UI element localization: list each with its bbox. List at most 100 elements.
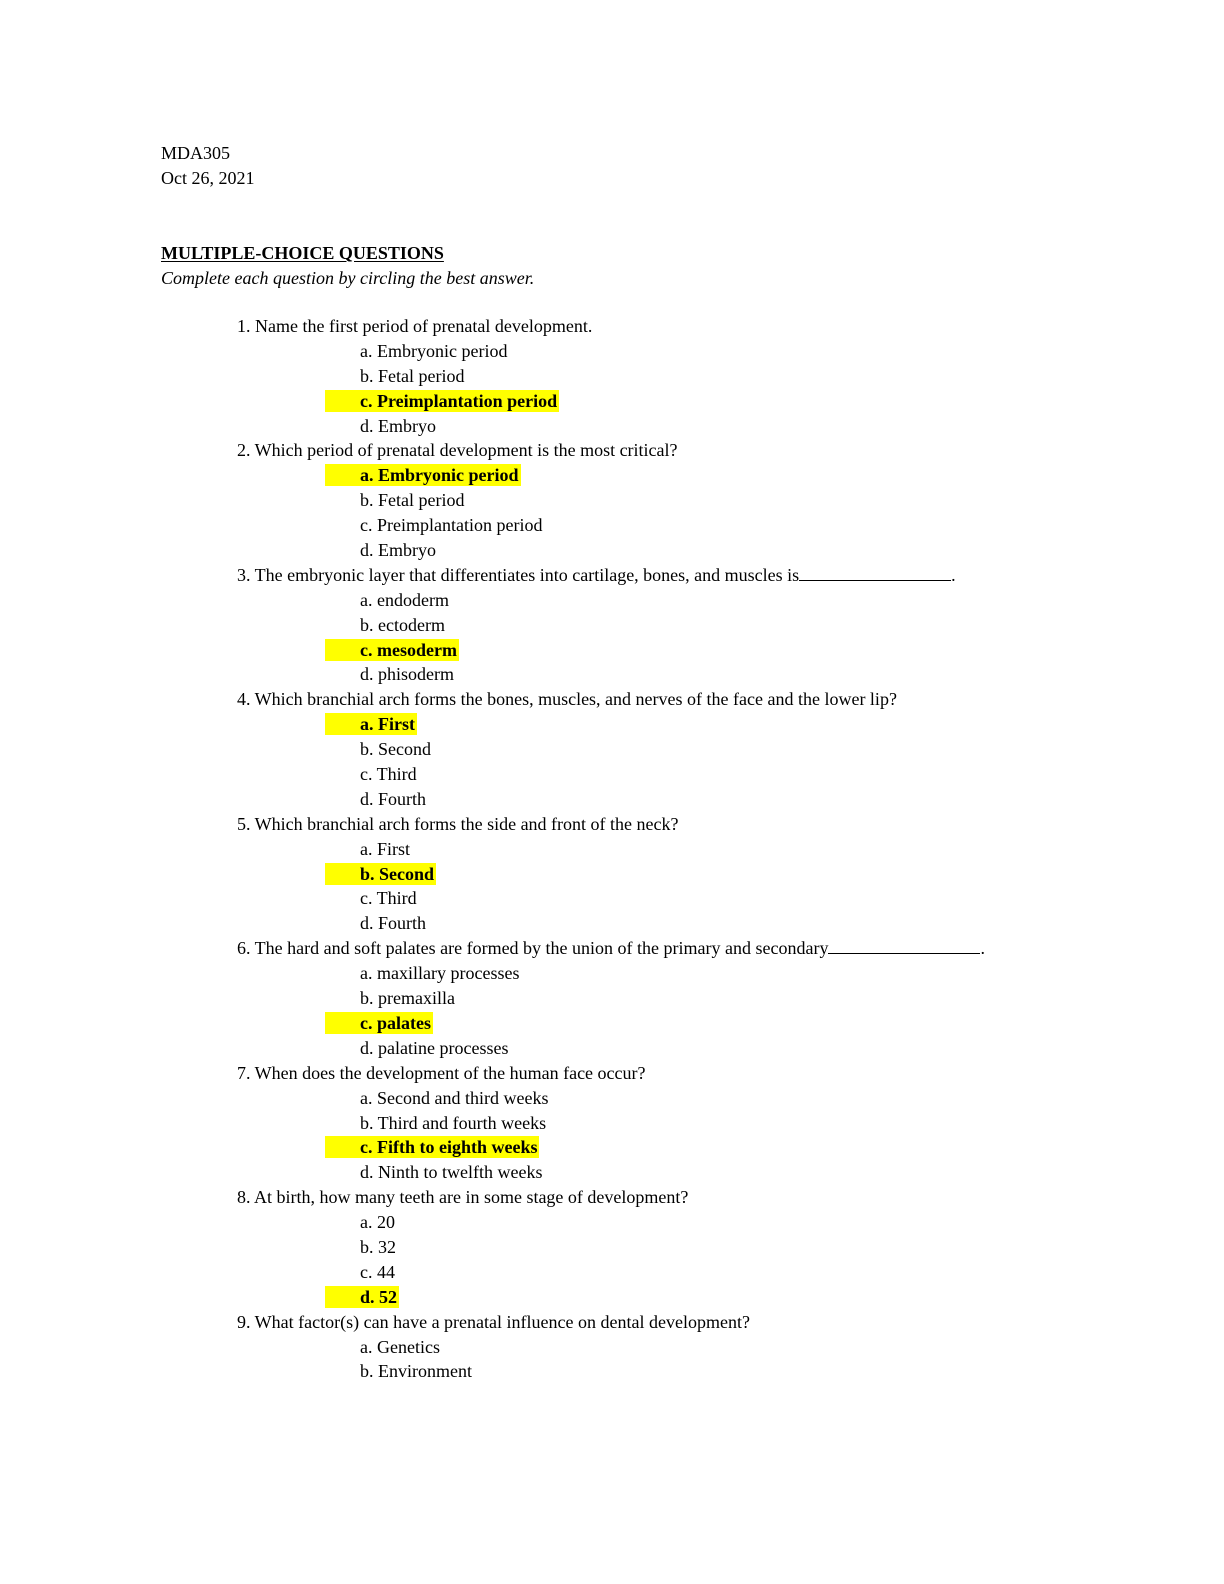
answer-option-highlighted[interactable]: c. mesoderm xyxy=(0,638,1224,663)
answer-highlight xyxy=(325,1285,400,1308)
answer-option-text: d. phisoderm xyxy=(360,664,454,685)
question-text: 2. Which period of prenatal development … xyxy=(237,440,678,461)
answer-option[interactable]: a. 20 xyxy=(0,1210,1224,1235)
answer-option-text: a. Genetics xyxy=(360,1336,440,1357)
answer-highlight xyxy=(325,1011,433,1034)
question-text: 5. Which branchial arch forms the side a… xyxy=(237,813,679,834)
answer-option-text: d. palatine processes xyxy=(360,1037,509,1058)
answer-option[interactable]: d. phisoderm xyxy=(0,662,1224,687)
answer-highlight xyxy=(325,389,560,412)
answer-option[interactable]: b. Environment xyxy=(0,1359,1224,1384)
answer-option-text: b. 32 xyxy=(360,1236,396,1257)
answer-option-text: d. Ninth to twelfth weeks xyxy=(360,1162,543,1183)
answer-option[interactable]: c. Preimplantation period xyxy=(0,513,1224,538)
section-instructions: Complete each question by circling the b… xyxy=(161,268,535,288)
answer-option-text: a. First xyxy=(360,714,415,735)
blank-period: . xyxy=(980,938,985,959)
answer-option-text: c. 44 xyxy=(360,1261,395,1282)
answer-option[interactable]: b. Third and fourth weeks xyxy=(0,1111,1224,1136)
answer-option[interactable]: c. Third xyxy=(0,762,1224,787)
answer-option-highlighted[interactable]: a. First xyxy=(0,712,1224,737)
answer-option[interactable]: c. 44 xyxy=(0,1260,1224,1285)
question-stem: 2. Which period of prenatal development … xyxy=(0,438,1224,463)
answer-option-text: b. Second xyxy=(360,863,435,884)
answer-option[interactable]: a. Genetics xyxy=(0,1335,1224,1360)
answer-option-text: a. 20 xyxy=(360,1212,395,1233)
answer-option-text: c. Fifth to eighth weeks xyxy=(360,1137,538,1158)
answer-option-text: a. Second and third weeks xyxy=(360,1087,549,1108)
answer-option[interactable]: a. Embryonic period xyxy=(0,339,1224,364)
question-text: 9. What factor(s) can have a prenatal in… xyxy=(237,1311,750,1332)
answer-option-text: b. premaxilla xyxy=(360,988,455,1009)
answer-option-highlighted[interactable]: a. Embryonic period xyxy=(0,463,1224,488)
answer-option-highlighted[interactable]: c. Fifth to eighth weeks xyxy=(0,1135,1224,1160)
answer-highlight xyxy=(325,1136,540,1159)
answer-option-text: b. Third and fourth weeks xyxy=(360,1112,547,1133)
answer-option-text: b. ectoderm xyxy=(360,614,445,635)
answer-option-text: d. Fourth xyxy=(360,913,427,934)
answer-option-text: c. Third xyxy=(360,764,417,785)
document-date: Oct 26, 2021 xyxy=(161,168,255,188)
answer-option-text: a. maxillary processes xyxy=(360,963,520,984)
answer-option-text: b. Fetal period xyxy=(360,490,465,511)
question-stem: 1. Name the first period of prenatal dev… xyxy=(0,314,1224,339)
answer-option-text: c. Preimplantation period xyxy=(360,390,558,411)
blank-period: . xyxy=(951,564,956,585)
answer-option-highlighted[interactable]: c. Preimplantation period xyxy=(0,389,1224,414)
answer-option[interactable]: d. Embryo xyxy=(0,414,1224,439)
document-header: MDA305 Oct 26, 2021 xyxy=(161,141,255,191)
answer-highlight xyxy=(325,862,437,885)
answer-option[interactable]: b. 32 xyxy=(0,1235,1224,1260)
answer-option-highlighted[interactable]: c. palates xyxy=(0,1011,1224,1036)
answer-option[interactable]: b. Fetal period xyxy=(0,488,1224,513)
answer-option-text: a. Embryonic period xyxy=(360,465,519,486)
answer-highlight xyxy=(325,464,521,487)
answer-option[interactable]: b. premaxilla xyxy=(0,986,1224,1011)
answer-option[interactable]: d. Fourth xyxy=(0,787,1224,812)
question-text: 8. At birth, how many teeth are in some … xyxy=(237,1187,689,1208)
answer-highlight xyxy=(325,638,459,661)
answer-option[interactable]: a. First xyxy=(0,837,1224,862)
answer-blank xyxy=(799,565,952,581)
answer-option-text: b. Fetal period xyxy=(360,365,465,386)
answer-option[interactable]: a. Second and third weeks xyxy=(0,1086,1224,1111)
answer-option[interactable]: d. Embryo xyxy=(0,538,1224,563)
question-stem: 3. The embryonic layer that differentiat… xyxy=(0,563,1224,588)
answer-option-text: d. Embryo xyxy=(360,415,436,436)
question-text: 3. The embryonic layer that differentiat… xyxy=(237,564,800,585)
answer-option-text: a. First xyxy=(360,838,411,859)
question-list: 1. Name the first period of prenatal dev… xyxy=(0,314,1224,1384)
answer-option-text: d. Fourth xyxy=(360,788,427,809)
answer-option-text: d. 52 xyxy=(360,1286,398,1307)
question-text: 6. The hard and soft palates are formed … xyxy=(237,938,829,959)
answer-highlight xyxy=(325,713,417,736)
answer-option[interactable]: c. Third xyxy=(0,886,1224,911)
answer-option[interactable]: b. ectoderm xyxy=(0,613,1224,638)
answer-option-highlighted[interactable]: b. Second xyxy=(0,862,1224,887)
question-stem: 7. When does the development of the huma… xyxy=(0,1061,1224,1086)
answer-option-text: b. Second xyxy=(360,739,431,760)
answer-option-text: c. palates xyxy=(360,1012,431,1033)
question-stem: 9. What factor(s) can have a prenatal in… xyxy=(0,1310,1224,1335)
answer-option-text: c. Third xyxy=(360,888,417,909)
answer-option-text: d. Embryo xyxy=(360,540,436,561)
answer-option-text: c. mesoderm xyxy=(360,639,457,660)
answer-option[interactable]: d. palatine processes xyxy=(0,1036,1224,1061)
answer-option[interactable]: d. Fourth xyxy=(0,911,1224,936)
answer-blank xyxy=(828,938,981,955)
question-text: 4. Which branchial arch forms the bones,… xyxy=(237,689,897,710)
answer-option[interactable]: a. endoderm xyxy=(0,588,1224,613)
question-stem: 6. The hard and soft palates are formed … xyxy=(0,936,1224,961)
answer-option[interactable]: b. Fetal period xyxy=(0,364,1224,389)
question-text: 1. Name the first period of prenatal dev… xyxy=(237,316,593,336)
answer-option-highlighted[interactable]: d. 52 xyxy=(0,1285,1224,1310)
answer-option[interactable]: d. Ninth to twelfth weeks xyxy=(0,1160,1224,1185)
answer-option-text: a. Embryonic period xyxy=(360,340,508,361)
section-title: MULTIPLE-CHOICE QUESTIONS xyxy=(161,243,444,263)
answer-option-text: a. endoderm xyxy=(360,589,449,610)
answer-option-text: b. Environment xyxy=(360,1361,472,1382)
answer-option[interactable]: a. maxillary processes xyxy=(0,961,1224,986)
question-stem: 5. Which branchial arch forms the side a… xyxy=(0,812,1224,837)
answer-option[interactable]: b. Second xyxy=(0,737,1224,762)
